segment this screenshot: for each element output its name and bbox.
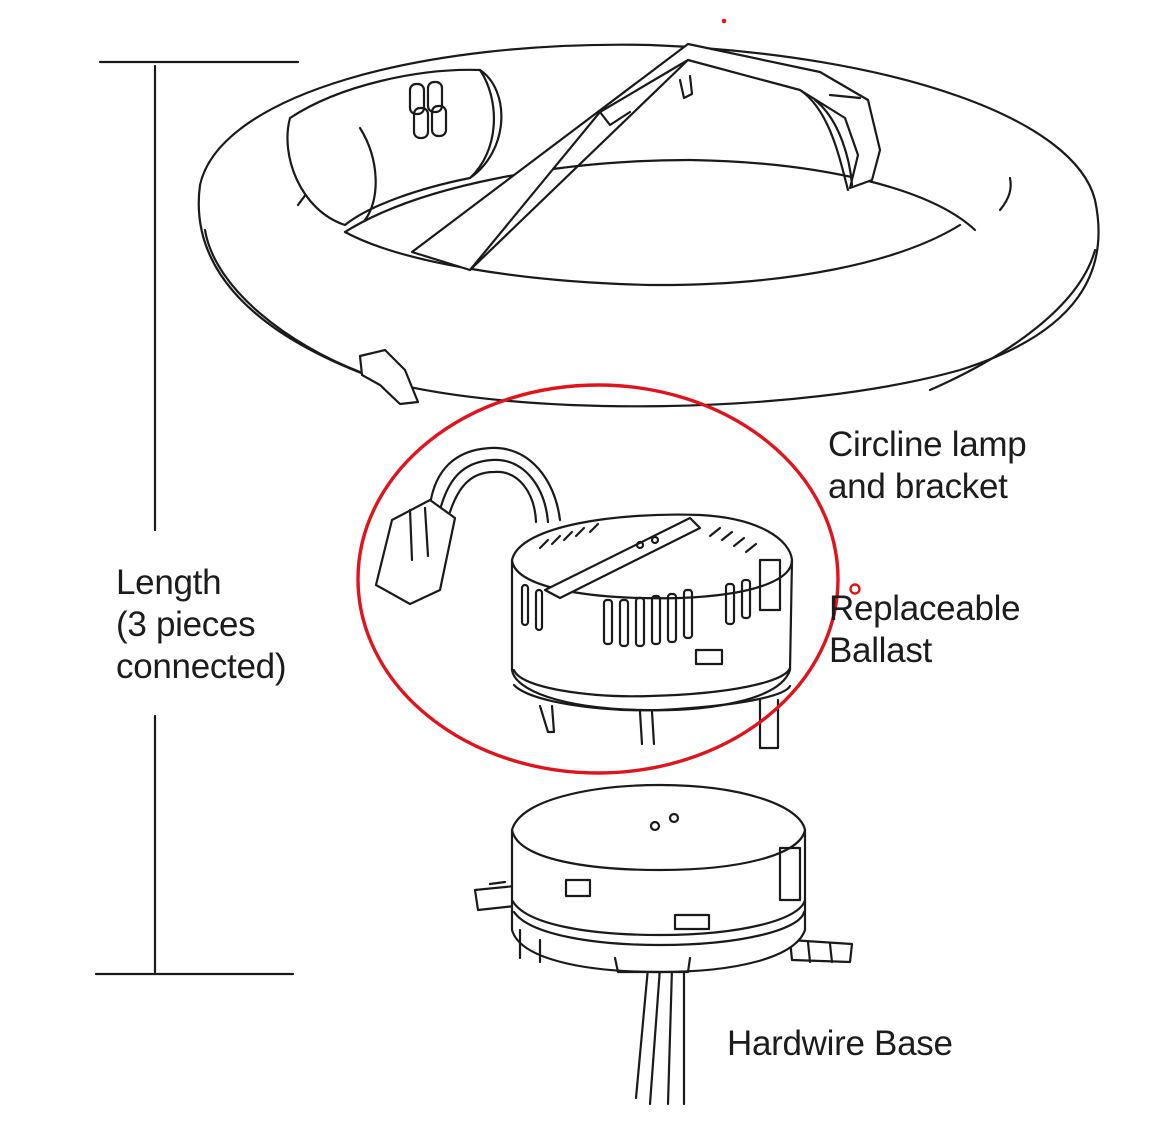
circline-label-line-1: Circline lamp: [828, 425, 1027, 464]
length-dimension: [94, 60, 300, 976]
length-label: Length (3 pieces connected): [116, 562, 286, 688]
ballast-highlight-circle: [356, 383, 840, 775]
ballast-label-line-1: Replaceable: [829, 589, 1021, 628]
circline-label: Circline lamp and bracket: [828, 424, 1027, 508]
circline-label-line-2: and bracket: [828, 467, 1008, 506]
hardwire-base-unit: [473, 783, 854, 1106]
length-label-line-1: Length: [116, 563, 222, 602]
annotation-dot-top: [721, 18, 727, 24]
annotation-dot: [849, 583, 861, 595]
ballast-label-line-2: Ballast: [829, 631, 932, 670]
length-label-line-2: (3 pieces: [116, 605, 256, 644]
hardwire-base-label-line-1: Hardwire Base: [727, 1024, 953, 1063]
ballast-label: Replaceable Ballast: [829, 588, 1021, 672]
lamp-bracket: [410, 42, 882, 272]
ballast-unit: [374, 446, 794, 750]
length-label-line-3: connected): [116, 647, 287, 686]
hardwire-base-label: Hardwire Base: [727, 1023, 953, 1065]
highlight-annotations: [356, 18, 861, 775]
